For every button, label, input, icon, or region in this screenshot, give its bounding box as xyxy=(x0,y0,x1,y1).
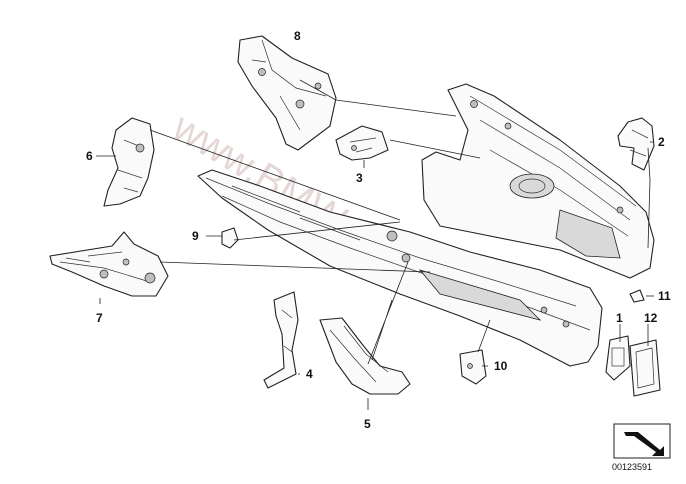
callout-2[interactable]: 2 xyxy=(658,135,665,149)
callout-5[interactable]: 5 xyxy=(364,417,371,431)
part-8-strut-bracket[interactable] xyxy=(237,35,337,151)
callout-1[interactable]: 1 xyxy=(616,311,623,325)
part-2-bracket[interactable] xyxy=(617,117,655,171)
callout-11[interactable]: 11 xyxy=(658,289,671,303)
callout-9[interactable]: 9 xyxy=(192,229,199,243)
part-1-plate[interactable] xyxy=(605,335,631,381)
callout-4[interactable]: 4 xyxy=(306,367,313,381)
callout-3[interactable]: 3 xyxy=(356,171,363,185)
arrow-icon[interactable] xyxy=(613,423,671,459)
callout-12[interactable]: 12 xyxy=(644,311,658,325)
part-9-clip[interactable] xyxy=(221,227,239,249)
part-11-clip[interactable] xyxy=(629,289,645,303)
part-3-bracket[interactable] xyxy=(335,125,389,161)
part-12-gasket[interactable] xyxy=(629,339,661,397)
leader-lines xyxy=(96,79,654,410)
part-4-bracket[interactable] xyxy=(263,291,299,389)
callout-8[interactable]: 8 xyxy=(294,29,301,43)
callout-6[interactable]: 6 xyxy=(86,149,93,163)
part-6-wheelhouse[interactable] xyxy=(103,117,155,207)
part-10-bracket[interactable] xyxy=(459,349,487,385)
main-front-frame[interactable] xyxy=(197,169,603,367)
callout-7[interactable]: 7 xyxy=(96,311,103,325)
bulkhead-assembly[interactable] xyxy=(421,83,655,279)
part-7-longitudinal[interactable] xyxy=(49,231,169,297)
part-5-rail-section[interactable] xyxy=(319,317,411,395)
diagram-id: 00123591 xyxy=(612,462,653,472)
callout-10[interactable]: 10 xyxy=(494,359,508,373)
